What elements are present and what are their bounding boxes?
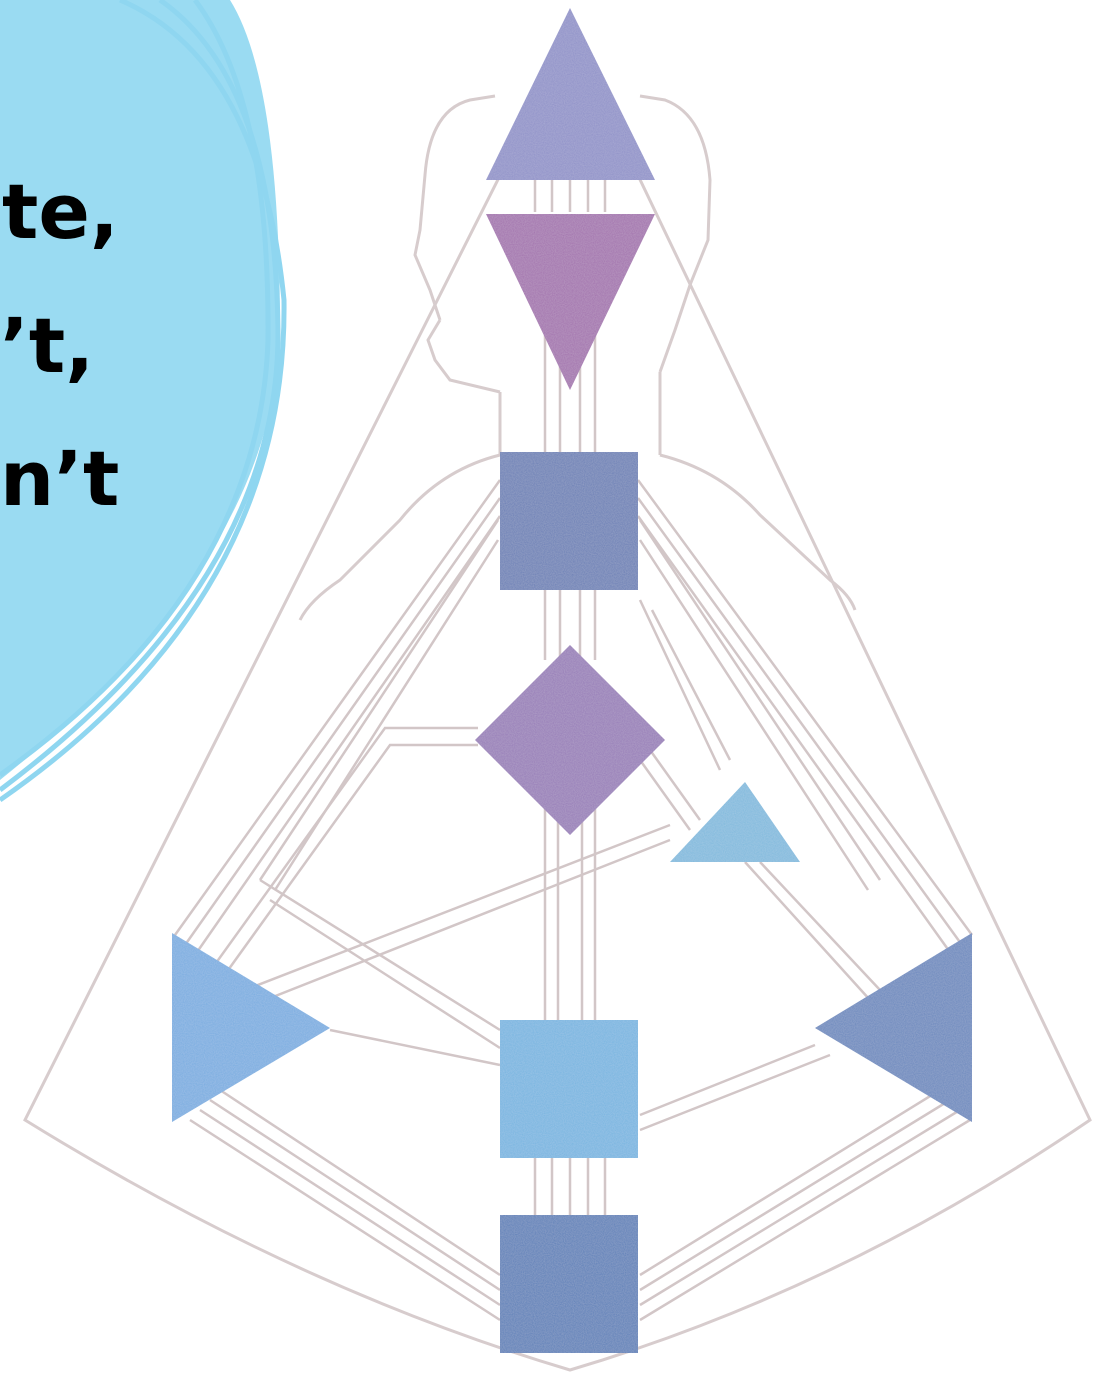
center-solar-plexus [815,933,972,1122]
center-throat [500,452,638,590]
channel-head-ajna [535,180,605,212]
channel-sacral-root [535,1158,605,1215]
center-head [486,8,655,180]
channel-throat-solar [638,480,972,955]
centers [172,8,972,1353]
channel-spleen-heart [245,825,670,1008]
channel-g-heart [640,750,700,830]
channel-solar-root [640,1090,970,1320]
channel-outer-left [260,520,498,890]
callout-line-3: n’t [0,434,119,523]
channel-solar-sacral [640,1045,830,1130]
left-shoulder [300,455,500,620]
channel-throat-spleen [175,480,500,955]
channel-spleen-root [190,1090,500,1320]
center-g [475,645,665,835]
callout-line-1: te, [2,167,119,256]
center-sacral [500,1020,638,1158]
center-ajna [486,214,655,390]
callout-line-2: ’t, [0,301,94,390]
center-heart [670,782,800,862]
center-root [500,1215,638,1353]
center-spleen [172,933,330,1122]
channel-heart-solar [745,862,880,1000]
callout-bubble: te, ’t, n’t [0,0,284,800]
